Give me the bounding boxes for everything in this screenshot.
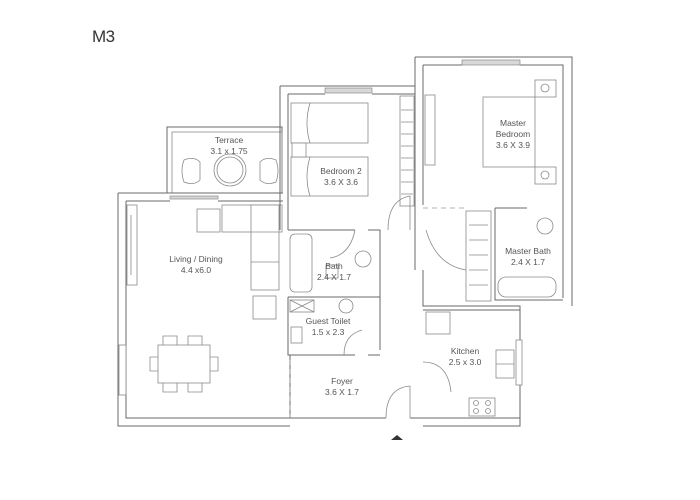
terrace-table (213, 153, 247, 187)
guest-toilet-area (287, 297, 380, 356)
entrance-door (385, 385, 411, 419)
room-name: Bedroom 2 (320, 166, 362, 176)
tv-unit (126, 204, 138, 286)
kitchen-window (515, 339, 523, 386)
room-label-foyer: Foyer 3.6 X 1.7 (325, 376, 359, 398)
room-name: Bath (325, 261, 343, 271)
dining-table (157, 344, 211, 384)
bedroom2-area (279, 85, 416, 231)
room-name: Kitchen (450, 346, 480, 356)
living-dining-area (117, 192, 290, 427)
room-label-bedroom2: Bedroom 2 3.6 X 3.6 (320, 166, 362, 188)
room-size: 3.6 X 3.6 (323, 177, 359, 187)
room-label-terrace: Terrace 3.1 x 1.75 (210, 135, 247, 157)
dining-chair (162, 383, 203, 393)
room-label-guest-toilet: Guest Toilet 1.5 x 2.3 (306, 316, 351, 338)
room-name: Master Bath (505, 246, 551, 256)
lamp-icon (540, 170, 550, 180)
cooktop (468, 397, 496, 417)
room-size: 2.4 X 1.7 (316, 272, 352, 282)
terrace-chair (181, 158, 201, 184)
room-size: 4.4 x6.0 (180, 265, 212, 275)
bed (290, 156, 369, 197)
tv-unit (424, 94, 436, 166)
walk-in-wardrobe (465, 210, 492, 302)
nightstand (534, 79, 557, 98)
room-label-living-dining: Living / Dining 4.4 x6.0 (169, 254, 222, 276)
room-size: 1.5 x 2.3 (311, 327, 345, 337)
room-size: 2.4 X 1.7 (510, 257, 546, 267)
room-label-kitchen: Kitchen 2.5 x 3.0 (449, 346, 482, 368)
basin (536, 217, 554, 235)
master-bath-area (425, 207, 563, 302)
bedroom2-window (324, 87, 373, 94)
master-bedroom-area (414, 56, 573, 306)
lamp-icon (540, 83, 550, 93)
room-size: 3.6 X 1.7 (324, 387, 360, 397)
terrace-area (166, 126, 283, 194)
nightstand (534, 166, 557, 185)
entrance-arrow-icon (391, 435, 403, 440)
room-label-master-bath: Master Bath 2.4 X 1.7 (505, 246, 551, 268)
room-name: Living / Dining (169, 254, 223, 264)
wardrobe (399, 95, 415, 207)
toilet (325, 264, 339, 279)
foyer-area (289, 200, 521, 440)
terrace-chair (259, 158, 279, 184)
room-name: Guest Toilet (305, 316, 351, 326)
dining-chair (162, 335, 203, 345)
fridge (425, 311, 451, 335)
bathtub (497, 276, 557, 298)
nightstand (291, 142, 307, 158)
master-bed (482, 96, 536, 168)
kitchen-area (422, 309, 523, 427)
sofa (250, 204, 280, 291)
toilet (290, 326, 303, 344)
room-size: 3.1 x 1.75 (210, 146, 248, 156)
side-table (252, 295, 277, 320)
room-label-master-bedroom: Master Bedroom 3.6 X 3.9 (496, 118, 531, 151)
bathtub (289, 233, 313, 293)
dining-chair (149, 356, 219, 372)
room-name: Bedroom (495, 129, 531, 139)
bed (290, 102, 369, 144)
basin (354, 250, 372, 268)
side-table (196, 208, 221, 233)
room-size: 2.5 x 3.0 (448, 357, 482, 367)
room-name: Foyer (331, 376, 353, 386)
room-size: 3.6 X 3.9 (495, 140, 531, 150)
unit-label: M3 (92, 27, 115, 46)
terrace-door (169, 195, 219, 200)
master-window (461, 59, 521, 66)
room-label-bath: Bath 2.4 X 1.7 (317, 261, 351, 283)
room-name: Terrace (214, 135, 244, 145)
room-name: Master (500, 118, 526, 128)
basin (338, 298, 354, 314)
bath-area (288, 229, 381, 350)
living-window (118, 344, 127, 396)
